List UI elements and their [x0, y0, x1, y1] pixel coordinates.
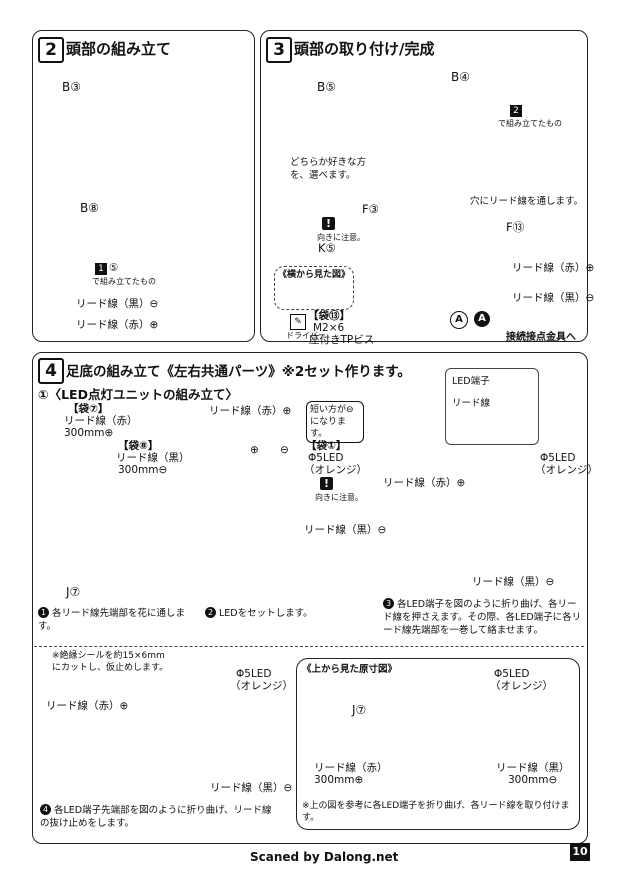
label-plus: ⊕	[250, 444, 259, 456]
step2-number: 2	[38, 37, 64, 63]
label-led-color-top: （オレンジ）	[490, 680, 553, 692]
label-connector: 接続接点金具へ	[506, 332, 576, 343]
label-led-color-p3: （オレンジ）	[535, 464, 598, 476]
label-led-terminal: LED端子	[452, 376, 490, 387]
step2-panel	[32, 30, 255, 342]
label-led-p3: Φ5LED	[540, 452, 576, 464]
label-f13: F⑬	[506, 220, 525, 234]
label-j7: J⑦	[66, 585, 81, 599]
label-b5: B⑤	[317, 80, 336, 94]
label-lead-line: リード線	[452, 398, 491, 409]
label-driver: ドライバー	[286, 331, 326, 340]
screwdriver-icon: ✎	[290, 314, 306, 330]
label-b4: B④	[451, 70, 470, 84]
step3-panel	[260, 30, 588, 342]
label-choose-note: どちらか好きな方を、選べます。	[290, 157, 367, 181]
label-led-color-p4: （オレンジ）	[230, 680, 293, 692]
label-lead-black-s3: リード線（黒）⊖	[512, 292, 595, 304]
label-bag7: 【袋⑦】	[68, 403, 109, 415]
marker-a-outline: A	[450, 311, 468, 329]
step4-subtitle: ①〈LED点灯ユニットの組み立て〉	[38, 387, 238, 402]
label-built-note-2: で組み立てたもの	[498, 119, 562, 128]
label-warn-note-s4: 向きに注意。	[315, 493, 363, 502]
label-f3: F③	[362, 202, 379, 216]
marker-a-filled: A	[474, 311, 490, 327]
label-built-part-2: 2	[510, 104, 524, 117]
label-lead-red-len-1: 300mm⊕	[64, 427, 114, 439]
label-b3: B③	[62, 80, 81, 94]
label-led-color-p2: （オレンジ）	[304, 464, 367, 476]
label-bag8: 【袋⑧】	[118, 440, 159, 452]
label-lead-red-s3: リード線（赤）⊕	[512, 262, 595, 274]
label-lead-black-2: リード線（黒）⊖	[304, 524, 387, 536]
label-b8: B⑧	[80, 201, 99, 215]
footer-credit: Scaned by Dalong.net	[250, 850, 399, 864]
top-view-panel	[296, 658, 580, 830]
label-warn-note-s3: 向きに注意。	[317, 233, 365, 242]
step2-title: 頭部の組み立て	[66, 40, 172, 58]
label-lead-black-len-top: 300mm⊖	[508, 774, 558, 786]
page-number: 10	[570, 843, 590, 861]
label-lead-red-s2: リード線（赤）⊕	[76, 319, 159, 331]
label-short-minus: 短い方が⊖になります。	[306, 401, 364, 444]
label-top-view: 《上から見た原寸図》	[302, 664, 398, 675]
label-lead-red-3: リード線（赤）⊕	[383, 477, 466, 489]
label-lead-red-2: リード線（赤）⊕	[209, 405, 292, 417]
label-lead-red-len-top: 300mm⊕	[314, 774, 364, 786]
label-minus: ⊖	[280, 444, 289, 456]
label-j7-top: J⑦	[352, 703, 367, 717]
label-led-p2: Φ5LED	[308, 452, 344, 464]
label-lead-black-s2: リード線（黒）⊖	[76, 298, 159, 310]
label-lead-red-4: リード線（赤）⊕	[46, 700, 129, 712]
label-built-note-1: で組み立てたもの	[92, 277, 156, 286]
label-lead-black-top: リード線（黒）	[496, 762, 570, 774]
label-insulation-note: ※絶縁シールを約15×6mmにカットし、仮止めします。	[52, 651, 169, 674]
label-led-p4: Φ5LED	[236, 668, 272, 680]
label-lead-black-len-1: 300mm⊖	[118, 464, 168, 476]
label-side-view: 《横から見た図》	[278, 270, 351, 280]
label-screw-type: 座付きTPビス	[309, 334, 375, 346]
step3-number: 3	[266, 37, 292, 63]
step4-title: 足底の組み立て《左右共通パーツ》※2セット作ります。	[66, 364, 411, 380]
label-bag1: 【袋①】	[306, 440, 347, 452]
label-k5: K⑤	[318, 241, 336, 255]
led-term-zoom-box	[445, 368, 539, 445]
label-lead-black-1: リード線（黒）	[116, 452, 190, 464]
warning-icon-s4: !	[320, 477, 333, 490]
section-divider	[34, 646, 584, 647]
label-screw-size: M2×6	[313, 322, 345, 334]
label-bag13: 【袋⑬】	[308, 310, 350, 322]
label-top-note: ※上の図を参考に各LED端子を折り曲げ、各リード線を取り付けます。	[302, 801, 570, 824]
step3-title: 頭部の取り付け/完成	[294, 40, 435, 58]
step4-number: 4	[38, 358, 64, 384]
label-lead-black-4: リード線（黒）⊖	[210, 782, 293, 794]
label-lead-red-1: リード線（赤）	[64, 415, 138, 427]
label-hole-note: 穴にリード線を通します。	[470, 196, 584, 207]
label-led-top: Φ5LED	[494, 668, 530, 680]
side-view-box	[274, 266, 354, 310]
warning-icon-s3: !	[322, 217, 335, 230]
label-lead-red-top: リード線（赤）	[314, 762, 388, 774]
label-lead-black-3: リード線（黒）⊖	[472, 576, 555, 588]
